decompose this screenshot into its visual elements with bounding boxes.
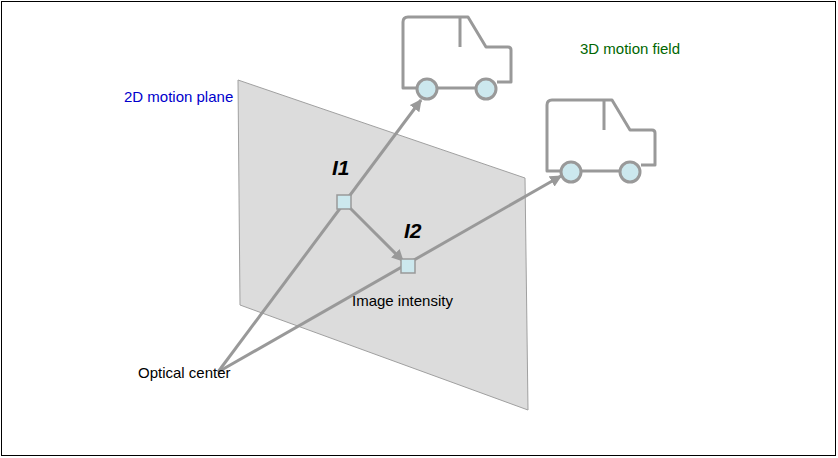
car [547, 100, 655, 182]
point-label: I1 [332, 155, 350, 180]
projection-rays [218, 100, 561, 372]
point-label: I2 [404, 218, 422, 243]
image-plane [238, 80, 528, 410]
field-label: 3D motion field [580, 40, 680, 58]
intensity-label: Image intensity [352, 292, 453, 310]
plane-label: 2D motion plane [124, 88, 233, 106]
car [403, 17, 511, 99]
pixel-square [401, 259, 415, 273]
pixel-square [337, 195, 351, 209]
center-label: Optical center [138, 364, 231, 382]
